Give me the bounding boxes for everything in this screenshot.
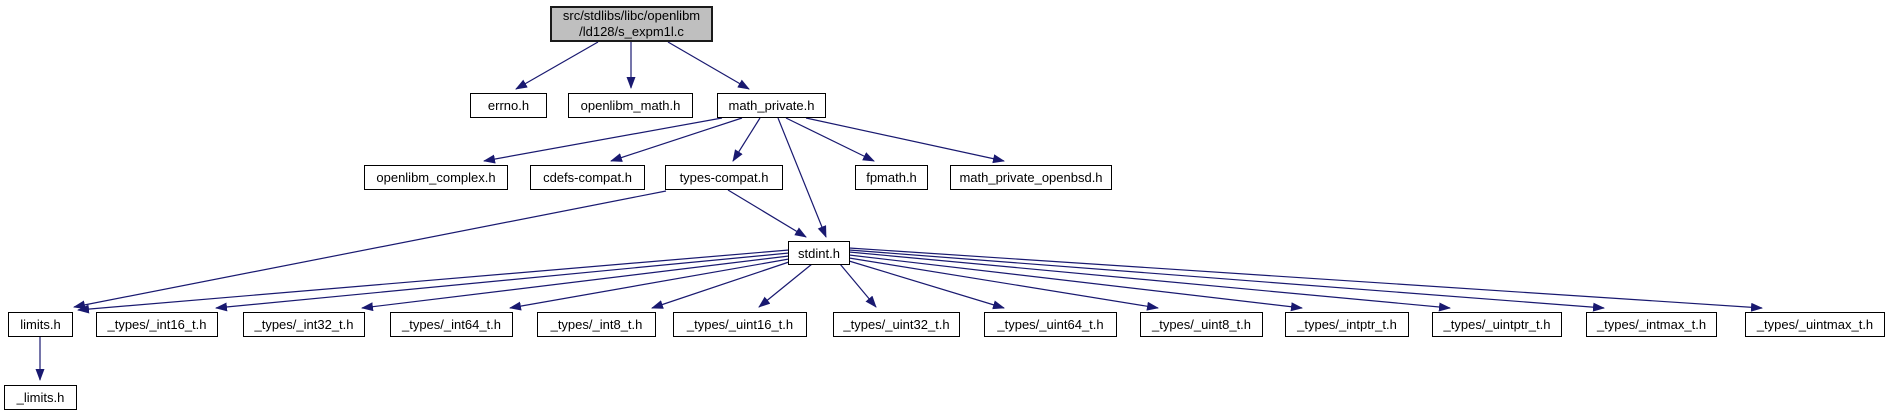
node-types-int8-t-h[interactable]: _types/_int8_t.h xyxy=(537,312,656,337)
node-types-intptr-t-h[interactable]: _types/_intptr_t.h xyxy=(1285,312,1409,337)
edge-stdint-intmax xyxy=(848,249,1605,312)
edge-math-private-cdefs-compat xyxy=(610,117,743,162)
edge-stdint-int64 xyxy=(509,258,790,311)
node-errno-h[interactable]: errno.h xyxy=(470,93,547,118)
node-fpmath-h[interactable]: fpmath.h xyxy=(855,165,928,190)
node-types-compat-h[interactable]: types-compat.h xyxy=(665,165,783,190)
edge-types-compat-stdint xyxy=(727,189,807,238)
node-limits-private-h[interactable]: _limits.h xyxy=(4,385,77,410)
edge-math-private-openlibm-complex xyxy=(483,117,723,164)
edge-root-errno xyxy=(515,41,599,90)
edge-types-compat-limits xyxy=(73,190,667,310)
node-types-uint32-t-h[interactable]: _types/_uint32_t.h xyxy=(833,312,960,337)
edge-stdint-int8 xyxy=(651,261,790,309)
edge-root-math-private xyxy=(667,41,750,90)
node-types-int16-t-h[interactable]: _types/_int16_t.h xyxy=(96,312,218,337)
node-root-s-expm1l-c: src/stdlibs/libc/openlibm /ld128/s_expm1… xyxy=(550,6,713,42)
edge-math-private-stdint xyxy=(777,117,827,238)
edge-stdint-uint8 xyxy=(848,257,1159,311)
edge-math-private-types-compat xyxy=(732,117,761,162)
edge-stdint-uint16 xyxy=(758,263,813,308)
node-math-private-openbsd-h[interactable]: math_private_openbsd.h xyxy=(950,165,1112,190)
node-cdefs-compat-h[interactable]: cdefs-compat.h xyxy=(530,165,645,190)
node-types-int32-t-h[interactable]: _types/_int32_t.h xyxy=(243,312,365,337)
root-label-line1: src/stdlibs/libc/openlibm xyxy=(562,8,701,23)
node-openlibm-math-h[interactable]: openlibm_math.h xyxy=(568,93,693,118)
edge-stdint-uintptr xyxy=(848,251,1451,312)
node-limits-h[interactable]: limits.h xyxy=(8,312,73,337)
edge-stdint-int16 xyxy=(215,252,790,312)
node-types-uintmax-t-h[interactable]: _types/_uintmax_t.h xyxy=(1745,312,1885,337)
node-types-uint64-t-h[interactable]: _types/_uint64_t.h xyxy=(984,312,1117,337)
edge-stdint-uint64 xyxy=(848,260,1005,310)
node-types-uint16-t-h[interactable]: _types/_uint16_t.h xyxy=(673,312,807,337)
edge-math-private-math-private-openbsd xyxy=(805,117,1005,164)
edge-stdint-intptr xyxy=(848,254,1303,312)
root-label-line2: /ld128/s_expm1l.c xyxy=(579,24,684,39)
edge-stdint-limits xyxy=(77,249,790,314)
node-types-uintptr-t-h[interactable]: _types/_uintptr_t.h xyxy=(1432,312,1562,337)
edge-stdint-uintmax xyxy=(848,247,1763,312)
node-openlibm-complex-h[interactable]: openlibm_complex.h xyxy=(364,165,508,190)
node-math-private-h[interactable]: math_private.h xyxy=(717,93,826,118)
node-types-intmax-t-h[interactable]: _types/_intmax_t.h xyxy=(1586,312,1717,337)
node-types-int64-t-h[interactable]: _types/_int64_t.h xyxy=(390,312,513,337)
edge-stdint-uint32 xyxy=(839,263,877,308)
node-stdint-h[interactable]: stdint.h xyxy=(788,241,850,265)
edge-stdint-int32 xyxy=(361,255,790,312)
node-types-uint8-t-h[interactable]: _types/_uint8_t.h xyxy=(1140,312,1263,337)
edge-math-private-fpmath xyxy=(785,117,875,162)
